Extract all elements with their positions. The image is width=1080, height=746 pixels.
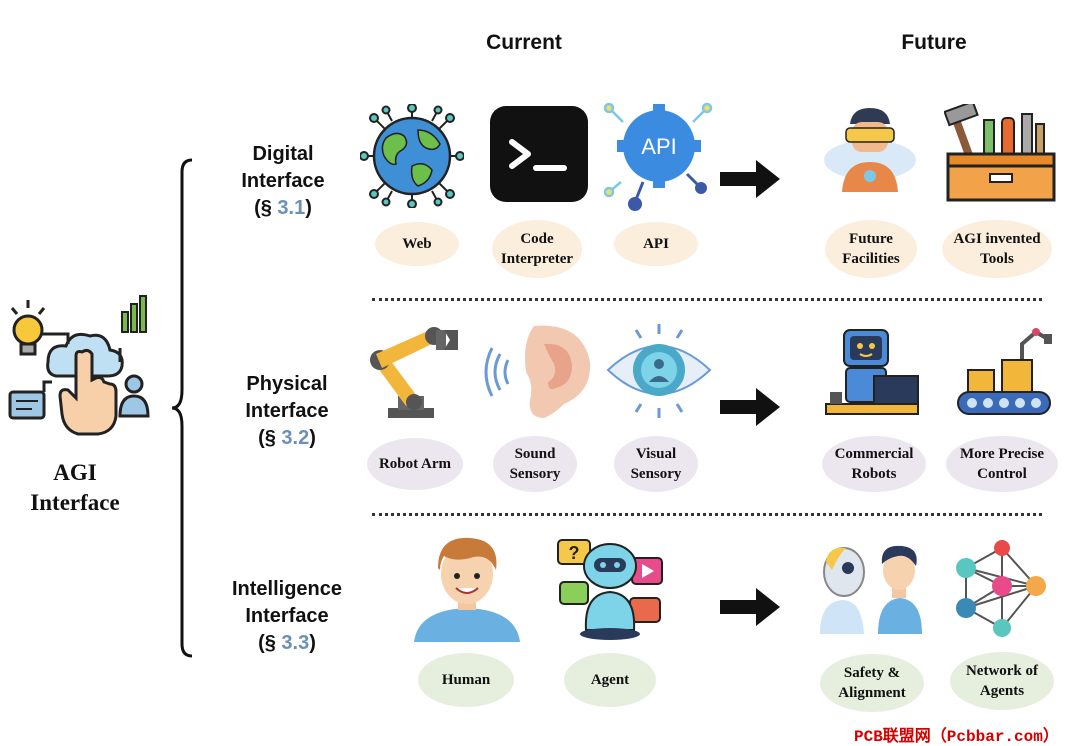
arrow-right-icon <box>720 160 780 198</box>
human-avatar-icon <box>414 537 520 642</box>
curly-brace <box>171 158 193 658</box>
agi-title-line1: AGI <box>53 460 97 485</box>
row-label-physical: Physical Interface (§ 3.2) <box>245 373 329 449</box>
question-mark-text: ? <box>569 543 580 563</box>
api-badge-text: API <box>641 134 676 159</box>
agi-title-line2: Interface <box>30 490 120 515</box>
robot-human-icon <box>820 545 922 634</box>
row-label-intelligence: Intelligence Interface (§ 3.3) <box>231 578 343 654</box>
column-header-future: Future <box>901 31 967 54</box>
item-safety-alignment: Safety &Alignment <box>820 654 924 712</box>
item-robot-arm: Robot Arm <box>367 438 463 490</box>
idea-cloud-icon <box>8 295 150 436</box>
agi-interface-title: AGI Interface <box>10 458 140 518</box>
toolbox-icon <box>944 104 1056 202</box>
agent-robot-icon: ? <box>557 539 663 640</box>
ear-icon <box>484 325 591 418</box>
eye-icon <box>606 324 712 418</box>
item-agent: Agent <box>564 653 656 707</box>
vr-person-icon <box>824 108 916 192</box>
item-web: Web <box>375 222 459 266</box>
robot-arm-icon <box>370 327 458 418</box>
globe-network-icon <box>360 104 464 208</box>
robot-laptop-icon <box>825 329 919 415</box>
arrow-right-icon <box>720 388 780 426</box>
row-separator-1 <box>372 298 1042 301</box>
terminal-icon <box>490 106 588 202</box>
network-graph-icon <box>956 540 1046 637</box>
column-header-current: Current <box>486 31 562 54</box>
conveyor-icon <box>957 328 1052 415</box>
row-separator-2 <box>372 513 1042 516</box>
watermark: PCB联盟网（Pcbbar.com） <box>854 728 1059 746</box>
arrow-right-icon <box>720 588 780 626</box>
item-human: Human <box>418 653 514 707</box>
api-cloud-icon: API <box>603 102 713 211</box>
item-api: API <box>614 222 698 266</box>
row-label-digital: Digital Interface (§ 3.1) <box>241 143 325 219</box>
